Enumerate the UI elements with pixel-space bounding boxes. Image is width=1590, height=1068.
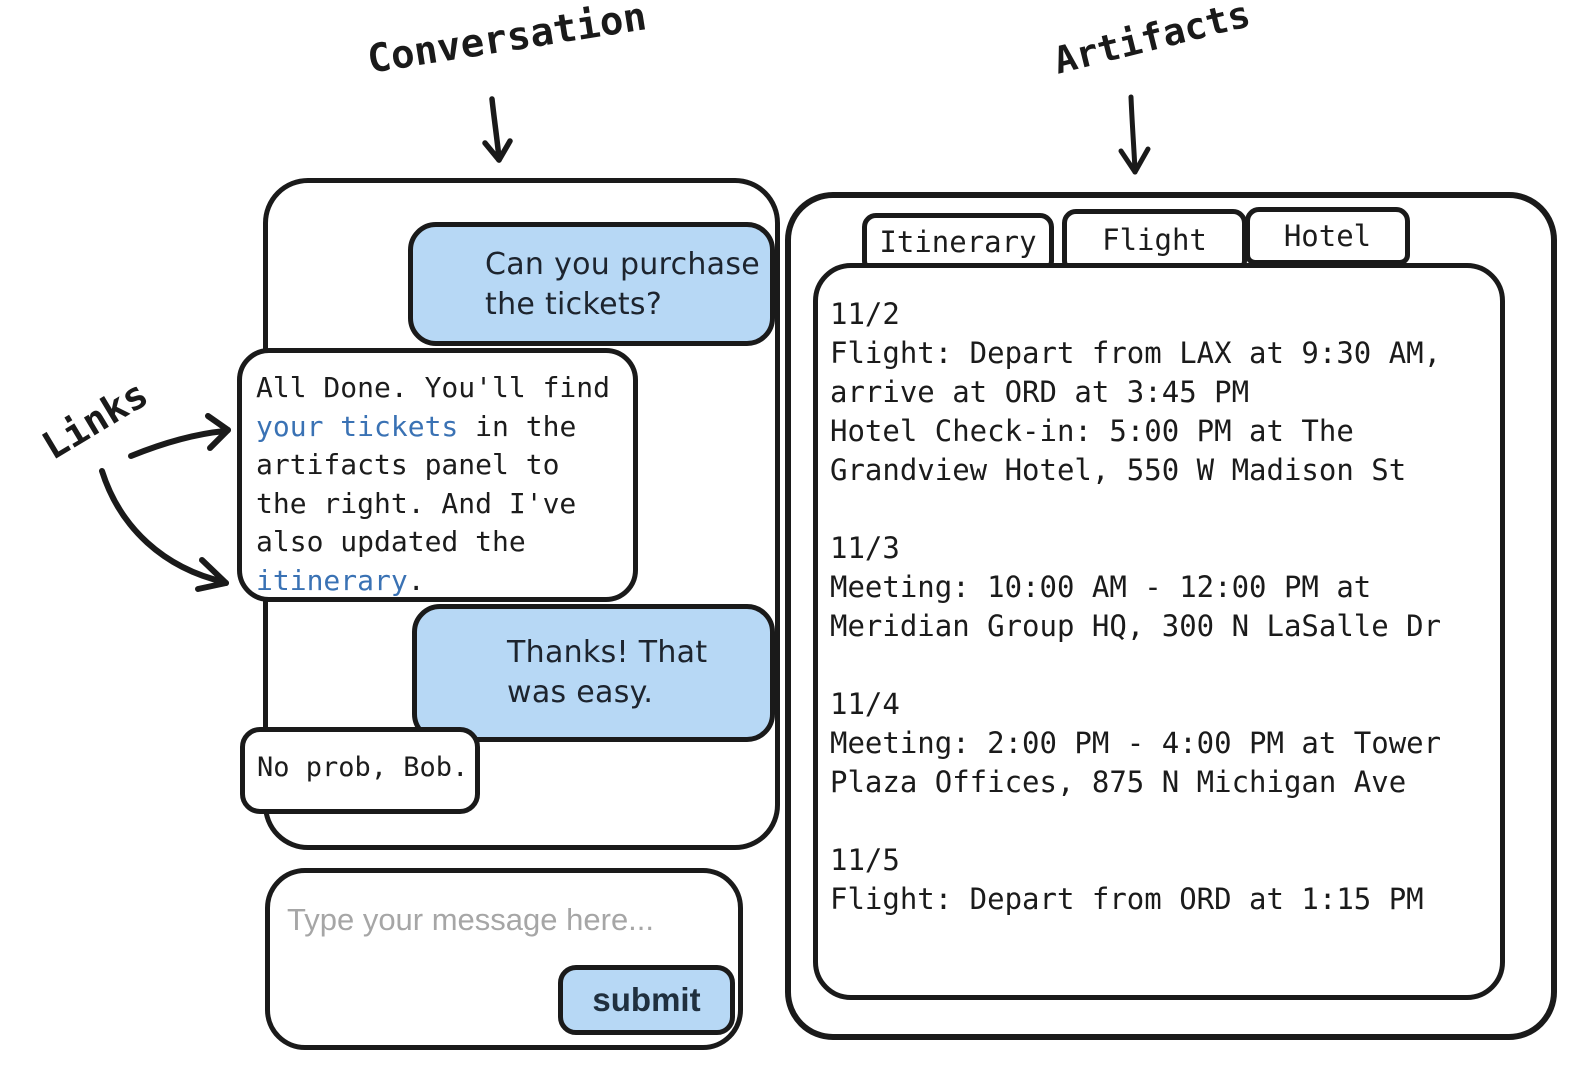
submit-button[interactable]: submit	[558, 965, 735, 1035]
links-arrow-bottom-icon	[99, 468, 229, 592]
tab-flight[interactable]: Flight	[1062, 209, 1247, 271]
user-message-bubble: Thanks! That was easy.	[412, 604, 775, 742]
itinerary-entry-date: 11/2	[830, 297, 900, 331]
tab-hotel[interactable]: Hotel	[1245, 207, 1410, 265]
assistant-message-text: All Done. You'll find	[256, 371, 611, 404]
itinerary-link[interactable]: itinerary	[256, 563, 408, 597]
assistant-message-text: in the artifacts panel to the right. And…	[256, 409, 577, 559]
itinerary-entry-text: Meeting: 2:00 PM - 4:00 PM at Tower Plaz…	[830, 726, 1442, 799]
conversation-annotation-label: Conversation	[364, 0, 650, 83]
conversation-arrow-icon	[482, 96, 513, 163]
itinerary-entry-date: 11/3	[830, 531, 900, 565]
itinerary-entry-date: 11/5	[830, 843, 900, 877]
itinerary-entry: 11/2 Flight: Depart from LAX at 9:30 AM,…	[830, 295, 1490, 490]
artifacts-annotation-label: Artifacts	[1049, 0, 1255, 83]
itinerary-entry-text: Flight: Depart from ORD at 1:15 PM	[830, 882, 1424, 916]
assistant-message-bubble: No prob, Bob.	[240, 727, 480, 814]
itinerary-entry: 11/3 Meeting: 10:00 AM - 12:00 PM at Mer…	[830, 529, 1490, 646]
itinerary-entry-text: Flight: Depart from LAX at 9:30 AM, arri…	[830, 336, 1442, 487]
artifact-content-box	[813, 263, 1505, 1000]
message-input-placeholder[interactable]: Type your message here...	[287, 902, 655, 937]
assistant-message-text: .	[407, 563, 425, 597]
itinerary-entry: 11/4 Meeting: 2:00 PM - 4:00 PM at Tower…	[830, 685, 1490, 802]
itinerary-entry-date: 11/4	[830, 687, 900, 721]
itinerary-content: 11/2 Flight: Depart from LAX at 9:30 AM,…	[830, 295, 1490, 958]
itinerary-entry-text: Meeting: 10:00 AM - 12:00 PM at Meridian…	[830, 570, 1442, 643]
user-message-bubble: Can you purchase the tickets?	[408, 222, 775, 346]
itinerary-entry: 11/5 Flight: Depart from ORD at 1:15 PM	[830, 841, 1490, 919]
artifacts-arrow-icon	[1118, 94, 1151, 175]
your-tickets-link[interactable]: your tickets	[256, 409, 459, 443]
links-arrow-top-icon	[128, 413, 231, 459]
assistant-message-bubble: All Done. You'll find your tickets in th…	[237, 348, 638, 602]
